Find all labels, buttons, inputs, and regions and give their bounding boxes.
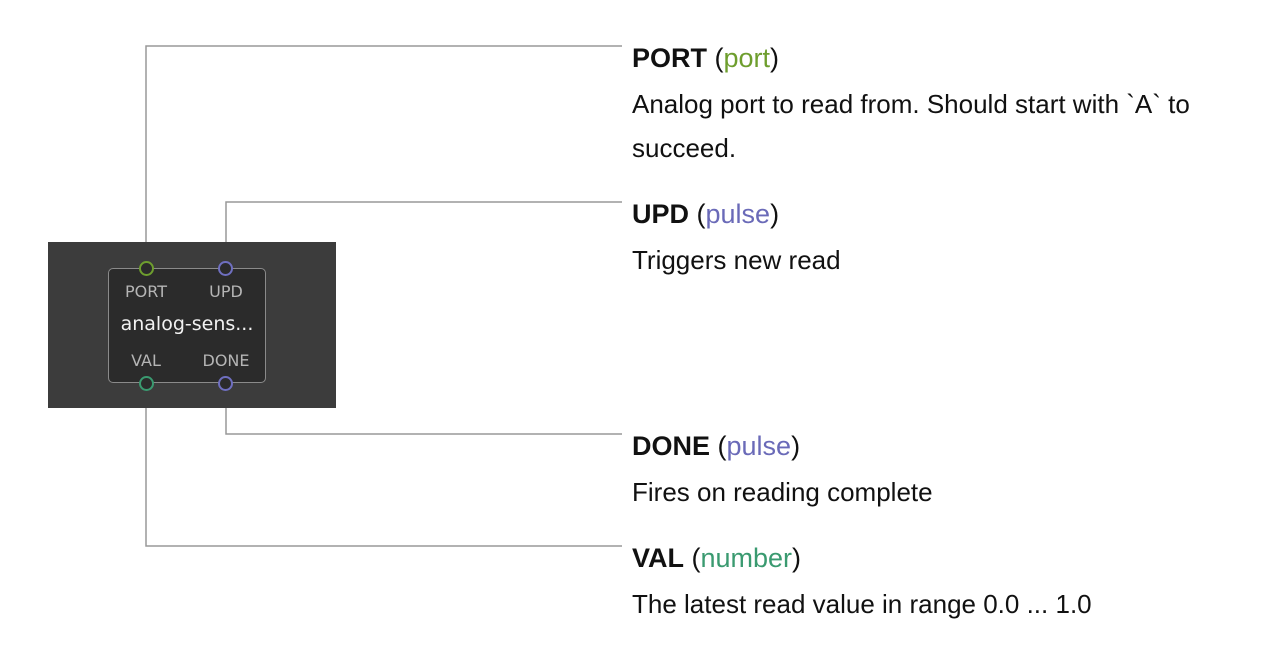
pin-doc-upd: UPD (pulse) Triggers new read: [632, 198, 1272, 282]
pin-doc-header: PORT (port): [632, 43, 780, 73]
pin-name: PORT: [632, 43, 708, 73]
port-connector: [145, 45, 622, 242]
pin-doc-port: PORT (port) Analog port to read from. Sh…: [632, 42, 1272, 170]
pin-type: pulse: [726, 431, 792, 461]
pin-doc-header: UPD (pulse): [632, 199, 780, 229]
pin-type: port: [723, 43, 771, 73]
upd-connector: [225, 201, 622, 242]
pin-description: Fires on reading complete: [632, 477, 933, 507]
pin-name: VAL: [632, 543, 684, 573]
pin-type: pulse: [705, 199, 771, 229]
pin-description: The latest read value in range 0.0 ... 1…: [632, 589, 1092, 619]
pin-name: UPD: [632, 199, 690, 229]
port-pin-label: PORT: [125, 282, 167, 301]
pin-description: Triggers new read: [632, 245, 841, 275]
pin-doc-header: DONE (pulse): [632, 431, 801, 461]
val-pin-label: VAL: [131, 351, 161, 370]
upd-pin[interactable]: [218, 261, 233, 276]
pin-doc-val: VAL (number) The latest read value in ra…: [632, 542, 1272, 626]
val-pin[interactable]: [139, 376, 154, 391]
pin-name: DONE: [632, 431, 711, 461]
pin-description: Analog port to read from. Should start w…: [632, 89, 1190, 163]
node-body[interactable]: [108, 268, 266, 383]
val-connector: [145, 408, 622, 547]
pin-type: number: [700, 543, 793, 573]
port-pin[interactable]: [139, 261, 154, 276]
pin-doc-done: DONE (pulse) Fires on reading complete: [632, 430, 1272, 514]
done-pin[interactable]: [218, 376, 233, 391]
done-connector: [225, 408, 622, 435]
upd-pin-label: UPD: [209, 282, 243, 301]
done-pin-label: DONE: [202, 351, 250, 370]
pin-doc-header: VAL (number): [632, 543, 802, 573]
node-title: analog-sens...: [120, 313, 254, 335]
